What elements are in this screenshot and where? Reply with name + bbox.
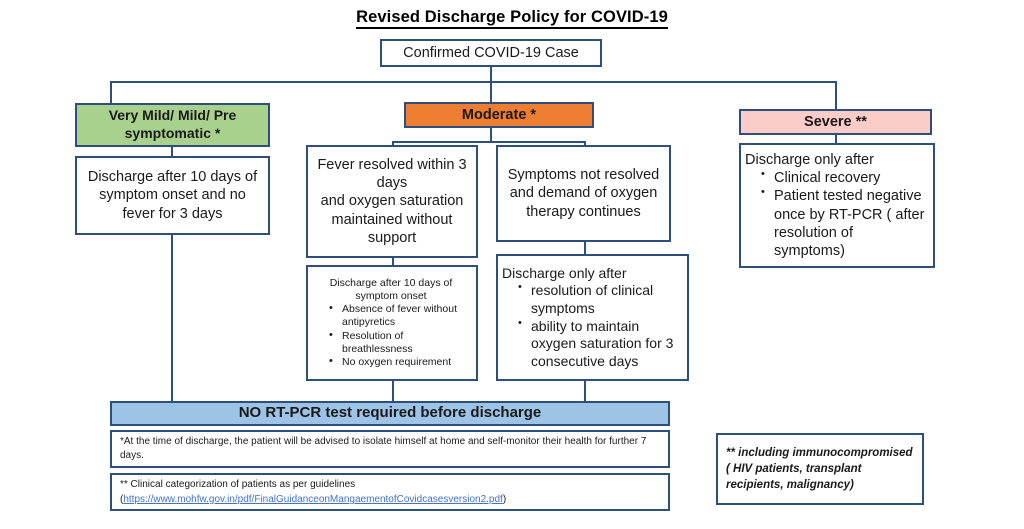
node-severe-outcome-lead: Discharge only after bbox=[745, 151, 874, 168]
paren-close: ) bbox=[502, 494, 507, 505]
connector-moderate-left-to-banner bbox=[392, 381, 394, 401]
connector-moderate-left-cond-to-outcome bbox=[392, 258, 394, 266]
connector-bus-to-severe bbox=[835, 81, 837, 109]
page-title: Revised Discharge Policy for COVID-19 bbox=[0, 8, 1024, 29]
footnote-severe-note-text: ** including immunocompromised ( HIV pat… bbox=[726, 446, 913, 492]
footnote-double-star: ** Clinical categorization of patients a… bbox=[110, 473, 670, 511]
banner-no-rtpcr-label: NO RT-PCR test required before discharge bbox=[238, 404, 542, 422]
node-moderate-right-outcome: Discharge only after resolution of clini… bbox=[496, 254, 689, 381]
page-title-text: Revised Discharge Policy for COVID-19 bbox=[356, 8, 668, 29]
footnote-double-star-lead: ** Clinical categorization of patients a… bbox=[120, 478, 356, 490]
node-moderate-left-outcome-lead: Discharge after 10 days of symptom onset bbox=[329, 276, 453, 302]
node-severe-outcome: Discharge only after Clinical recovery P… bbox=[739, 143, 935, 268]
list-item: Absence of fever without antipyretics bbox=[329, 302, 469, 329]
banner-no-rtpcr: NO RT-PCR test required before discharge bbox=[110, 401, 670, 426]
node-confirmed-case: Confirmed COVID-19 Case bbox=[380, 39, 602, 67]
list-item: ability to maintain oxygen saturation fo… bbox=[518, 317, 681, 371]
node-mild-header-label: Very Mild/ Mild/ Pre symptomatic * bbox=[108, 107, 237, 141]
footnote-severe-note: ** including immunocompromised ( HIV pat… bbox=[716, 433, 924, 505]
connector-moderate-split bbox=[392, 141, 586, 143]
node-confirmed-case-label: Confirmed COVID-19 Case bbox=[403, 44, 579, 61]
node-mild-detail-label: Discharge after 10 days of symptom onset… bbox=[87, 169, 258, 222]
connector-bus bbox=[110, 81, 836, 83]
node-moderate-right-outcome-lead: Discharge only after bbox=[502, 264, 627, 281]
list-item: Clinical recovery bbox=[761, 168, 927, 187]
node-moderate-right-outcome-bullets: resolution of clinical symptoms ability … bbox=[502, 281, 681, 371]
connector-moderate-right-cond-to-outcome bbox=[584, 242, 586, 255]
list-item: Patient tested negative once by RT-PCR (… bbox=[761, 186, 927, 260]
node-moderate-left-condition: Fever resolved within 3 days and oxygen … bbox=[306, 145, 478, 258]
connector-severe-header-to-detail bbox=[835, 135, 837, 144]
node-moderate-header: Moderate * bbox=[404, 102, 594, 128]
node-severe-outcome-bullets: Clinical recovery Patient tested negativ… bbox=[745, 168, 927, 260]
node-moderate-header-label: Moderate * bbox=[461, 106, 537, 123]
footnote-single-star: *At the time of discharge, the patient w… bbox=[110, 430, 670, 468]
connector-root-down bbox=[490, 67, 492, 82]
footnote-single-star-text: *At the time of discharge, the patient w… bbox=[120, 435, 647, 462]
node-mild-header: Very Mild/ Mild/ Pre symptomatic * bbox=[75, 103, 270, 147]
node-mild-detail: Discharge after 10 days of symptom onset… bbox=[75, 156, 270, 235]
connector-mild-to-banner bbox=[171, 235, 173, 401]
list-item: No oxygen requirement bbox=[329, 355, 469, 369]
node-moderate-right-condition: Symptoms not resolved and demand of oxyg… bbox=[496, 145, 671, 242]
connector-mild-header-to-detail bbox=[171, 147, 173, 156]
guidelines-link[interactable]: https://www.mohfw.gov.in/pdf/FinalGuidan… bbox=[123, 494, 503, 505]
connector-moderate-down bbox=[490, 128, 492, 142]
connector-moderate-right-to-banner bbox=[584, 381, 586, 401]
list-item: Resolution of breathlessness bbox=[329, 329, 469, 356]
node-moderate-right-condition-label: Symptoms not resolved and demand of oxyg… bbox=[507, 167, 660, 220]
node-moderate-left-outcome: Discharge after 10 days of symptom onset… bbox=[306, 265, 478, 381]
list-item: resolution of clinical symptoms bbox=[518, 281, 681, 317]
connector-bus-to-moderate bbox=[490, 81, 492, 102]
paren-open: ( bbox=[120, 494, 124, 505]
node-severe-header: Severe ** bbox=[739, 109, 932, 135]
footnote-double-star-url-line: (https://www.mohfw.gov.in/pdf/FinalGuida… bbox=[120, 492, 660, 508]
node-severe-header-label: Severe ** bbox=[804, 113, 867, 130]
node-moderate-left-outcome-bullets: Absence of fever without antipyretics Re… bbox=[313, 302, 469, 369]
connector-bus-to-mild bbox=[110, 81, 112, 103]
